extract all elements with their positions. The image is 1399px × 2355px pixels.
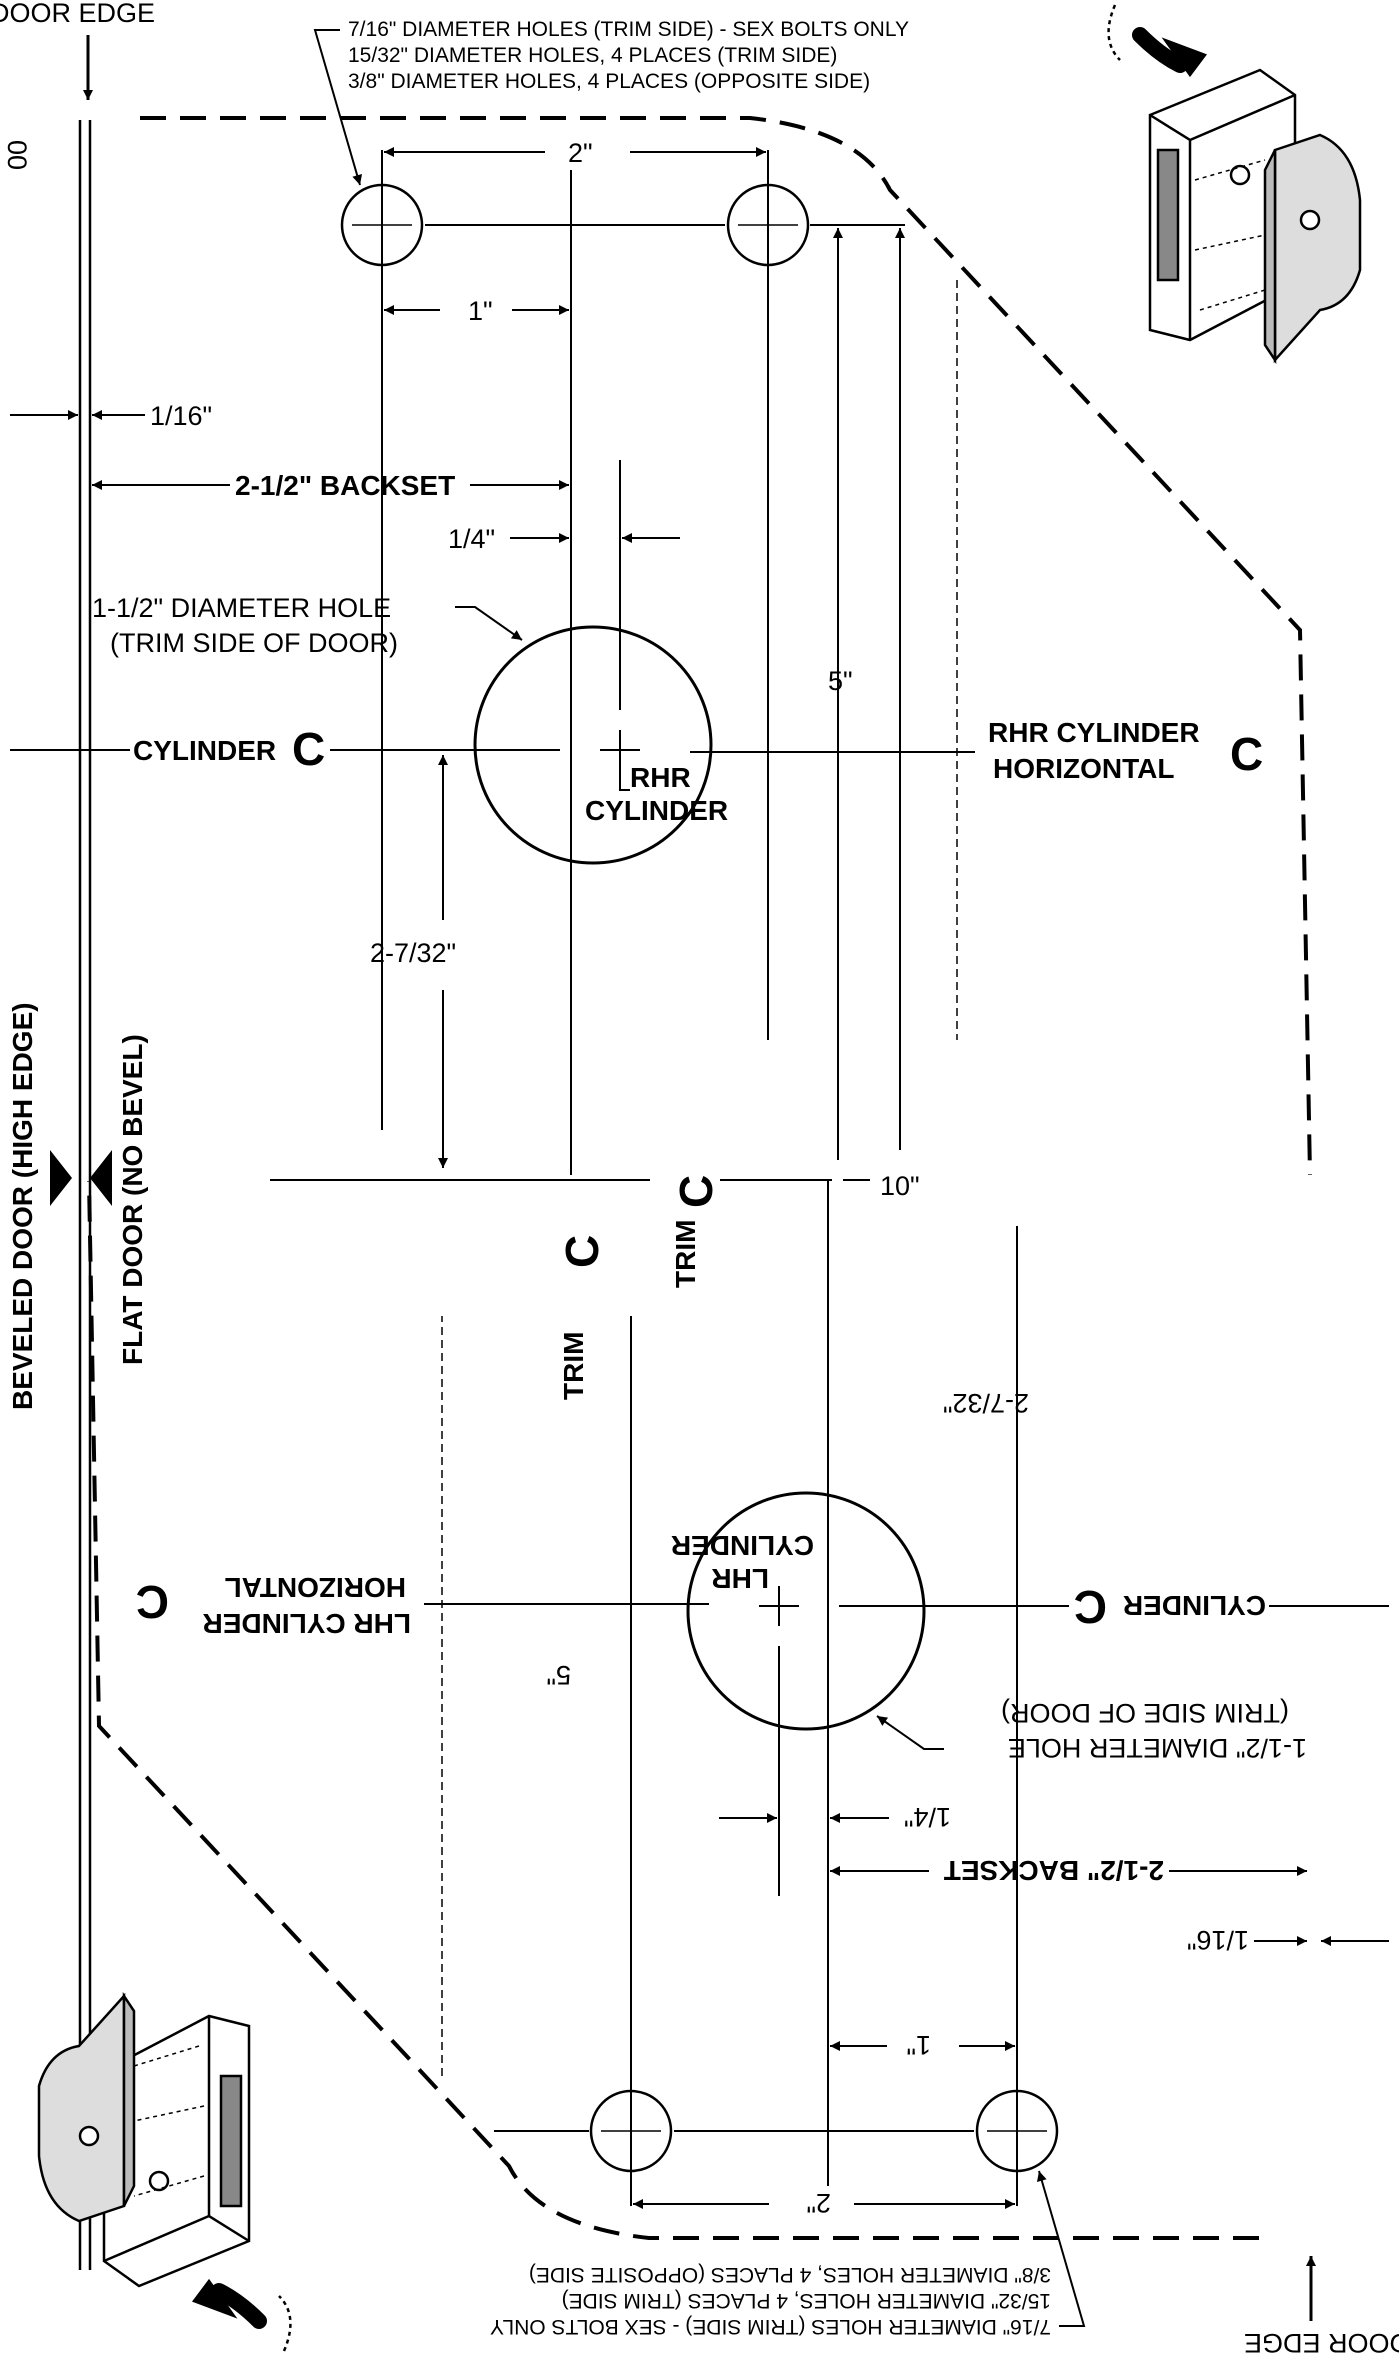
rhr-cylinder-hole bbox=[473, 625, 713, 865]
dim-1-16: 1/16" bbox=[150, 401, 212, 431]
dim-1-16: 1/16" bbox=[1187, 1925, 1249, 1955]
centerline-symbol: C bbox=[556, 1235, 608, 1268]
hole-label-sub: (TRIM SIDE OF DOOR) bbox=[1001, 1698, 1289, 1728]
note-15-32-holes: 15/32" DIAMETER HOLES, 4 PLACES (TRIM SI… bbox=[562, 2289, 1051, 2312]
template-outline bbox=[140, 116, 1312, 1176]
dim-2-inch: 2" bbox=[806, 2188, 831, 2218]
note-3-8-holes: 3/8" DIAMETER HOLES, 4 PLACES (OPPOSITE … bbox=[529, 2263, 1051, 2286]
dim-5-inch: 5" bbox=[828, 666, 853, 696]
flat-door-label: FLAT DOOR (NO BEVEL) bbox=[117, 1034, 148, 1365]
centerline-symbol: C bbox=[1230, 728, 1263, 780]
note-sex-bolts: 7/16" DIAMETER HOLES (TRIM SIDE) - SEX B… bbox=[490, 2315, 1051, 2338]
dim-backset: 2-1/2" BACKSET bbox=[944, 1855, 1164, 1886]
beveled-door-pointer bbox=[50, 1150, 72, 1206]
centerline-symbol: C bbox=[136, 1576, 169, 1628]
trim-label: TRIM bbox=[670, 1220, 701, 1288]
template-bottom-half: DOOR EDGE 7/16" DIAMETER HOLES (TRIM SID… bbox=[37, 1180, 1399, 2355]
note-15-32-holes: 15/32" DIAMETER HOLES, 4 PLACES (TRIM SI… bbox=[348, 44, 837, 67]
note-leader bbox=[1036, 2170, 1086, 2327]
cylinder-label: CYLINDER bbox=[1123, 1590, 1266, 1621]
centerline-symbol: C bbox=[1074, 1581, 1107, 1633]
dim-5-inch: 5" bbox=[546, 1660, 571, 1690]
lock-illustration bbox=[1107, 4, 1362, 365]
lock-illustration bbox=[37, 1991, 292, 2352]
rhr-leader bbox=[619, 770, 630, 791]
hole-leader bbox=[876, 1715, 944, 1750]
beveled-door-label: BEVELED DOOR (HIGH EDGE) bbox=[7, 1002, 38, 1410]
rhr-cylinder-label: CYLINDER bbox=[585, 795, 728, 826]
lhr-horizontal-label: LHR CYLINDER bbox=[203, 1608, 411, 1639]
dim-cyl-spacing: 2-7/32" bbox=[943, 1388, 1029, 1418]
door-edge-label: DOOR EDGE bbox=[1244, 2328, 1399, 2355]
hole-label: 1-1/2" DIAMETER HOLE bbox=[92, 593, 391, 623]
hole-label: 1-1/2" DIAMETER HOLE bbox=[1008, 1733, 1307, 1763]
centerline-symbol: C bbox=[292, 723, 325, 775]
lhr-cylinder-label: CYLINDER bbox=[671, 1530, 814, 1561]
dim-1-4: 1/4" bbox=[904, 1802, 951, 1832]
rhr-horizontal-label-2: HORIZONTAL bbox=[993, 753, 1174, 784]
dim-1-4: 1/4" bbox=[448, 524, 495, 554]
centerline-symbol: C bbox=[670, 1175, 722, 1208]
cylinder-label: CYLINDER bbox=[133, 735, 276, 766]
template-top-half: DOOR EDGE 00 7/16" DIAMETER HOLES (TRIM … bbox=[0, 0, 1362, 2270]
partial-code-text: 00 bbox=[2, 140, 32, 170]
lhr-label: LHR bbox=[711, 1563, 769, 1594]
dim-1-inch: 1" bbox=[468, 296, 493, 326]
door-edge-label: DOOR EDGE bbox=[0, 0, 155, 28]
dim-backset: 2-1/2" BACKSET bbox=[235, 470, 455, 501]
dim-1-inch: 1" bbox=[906, 2030, 931, 2060]
rhr-label: RHR bbox=[630, 762, 691, 793]
lhr-horizontal-label-2: HORIZONTAL bbox=[225, 1572, 406, 1603]
note-3-8-holes: 3/8" DIAMETER HOLES, 4 PLACES (OPPOSITE … bbox=[348, 70, 870, 93]
screw-hole bbox=[726, 183, 810, 267]
screw-hole bbox=[589, 2089, 673, 2173]
flat-door-pointer bbox=[90, 1150, 112, 1206]
screw-hole bbox=[975, 2089, 1059, 2173]
trim-label: TRIM bbox=[558, 1332, 589, 1400]
hole-label-sub: (TRIM SIDE OF DOOR) bbox=[110, 628, 398, 658]
template-outline bbox=[87, 1180, 1259, 2240]
lhr-cylinder-hole bbox=[686, 1491, 926, 1731]
dim-10-inch: 10" bbox=[880, 1171, 920, 1201]
note-leader bbox=[313, 29, 363, 186]
hole-leader bbox=[455, 606, 523, 641]
dim-cyl-spacing: 2-7/32" bbox=[370, 938, 456, 968]
screw-hole bbox=[340, 183, 424, 267]
rhr-horizontal-label: RHR CYLINDER bbox=[988, 717, 1200, 748]
dim-2-inch: 2" bbox=[568, 138, 593, 168]
note-sex-bolts: 7/16" DIAMETER HOLES (TRIM SIDE) - SEX B… bbox=[348, 18, 909, 41]
